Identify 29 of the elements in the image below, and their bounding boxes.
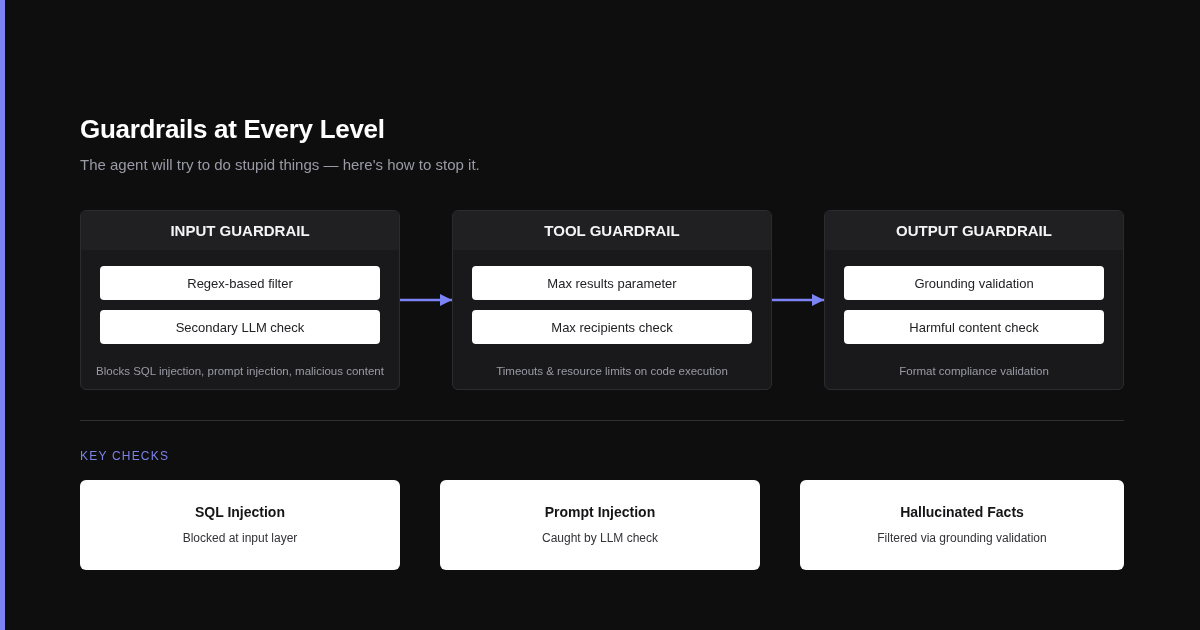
guardrail-panel <box>824 210 1124 390</box>
panel-header: INPUT GUARDRAIL <box>81 211 399 250</box>
card-title: Prompt Injection <box>544 504 656 521</box>
check-card <box>80 480 400 570</box>
card-title: SQL Injection <box>195 504 285 521</box>
subtitle: The agent will try to do stupid things — here's how to stop it. <box>80 155 480 174</box>
section-label: KEY CHECKS <box>80 449 170 464</box>
guardrail-panel <box>80 210 400 390</box>
arrow <box>400 294 452 306</box>
guardrail-panel <box>452 210 772 390</box>
panel-note: Format compliance validation <box>899 364 1049 379</box>
card-description: Caught by LLM check <box>541 531 659 546</box>
page-title: Guardrails at Every Level <box>80 113 385 145</box>
check-item: Max recipients check <box>472 310 752 344</box>
check-item: Harmful content check <box>844 310 1104 344</box>
card-description: Blocked at input layer <box>182 531 298 546</box>
check-card <box>800 480 1124 570</box>
check-item: Regex-based filter <box>100 266 380 300</box>
panel-note: Blocks SQL injection, prompt injection, malicious content <box>96 364 384 379</box>
check-item: Secondary LLM check <box>100 310 380 344</box>
card-description: Filtered via grounding validation <box>877 531 1047 546</box>
arrow <box>772 294 824 306</box>
check-item: Grounding validation <box>844 266 1104 300</box>
card-title: Hallucinated Facts <box>900 504 1024 521</box>
panel-header: OUTPUT GUARDRAIL <box>825 211 1123 250</box>
panel-note: Timeouts & resource limits on code execution <box>496 364 728 379</box>
check-item: Max results parameter <box>472 266 752 300</box>
check-card <box>440 480 760 570</box>
panel-header: TOOL GUARDRAIL <box>453 211 771 250</box>
